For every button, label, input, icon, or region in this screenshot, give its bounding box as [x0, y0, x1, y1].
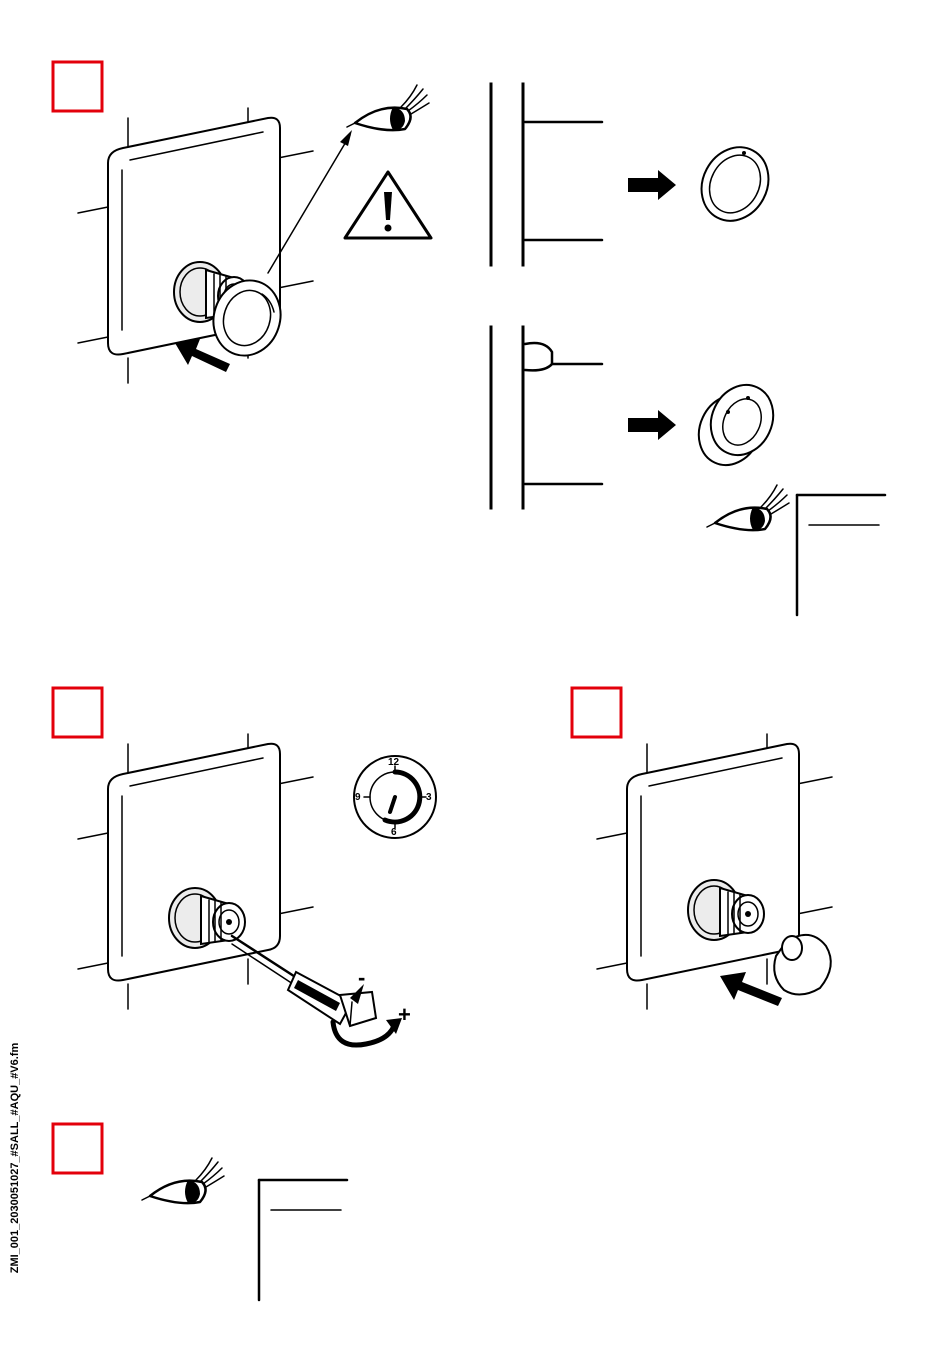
arrow-icon	[720, 972, 782, 1006]
file-label: ZMI_001_2030051027_#SALL_#AQU_#V6.fm	[0, 1030, 30, 1300]
dial-6: 6	[391, 827, 397, 838]
wall-profile-b	[491, 327, 602, 508]
corner-detail-2	[259, 1180, 347, 1300]
dial-icon: 12 3 6 9	[354, 756, 436, 838]
wall-profile-a	[491, 84, 602, 265]
arrow-icon	[628, 410, 676, 440]
deep-rosette-icon	[688, 375, 785, 476]
handle-knob-icon	[774, 935, 831, 995]
dial-3: 3	[426, 792, 432, 803]
dial-9: 9	[355, 792, 361, 803]
eye-icon	[142, 1158, 224, 1203]
flat-rosette-icon	[689, 135, 781, 232]
step-box-1	[53, 62, 102, 111]
screwdriver-icon	[232, 936, 376, 1026]
corner-detail-1	[797, 495, 885, 615]
minus-sign: -	[358, 965, 365, 990]
plus-sign: +	[398, 1002, 411, 1027]
step-box-4	[53, 1124, 102, 1173]
warning-icon	[345, 172, 431, 238]
wall-panel-2	[78, 734, 313, 1009]
arrow-icon	[628, 170, 676, 200]
dial-12: 12	[388, 757, 400, 768]
eye-icon	[347, 85, 429, 130]
step-box-2	[53, 688, 102, 737]
rotation-arrow	[333, 1022, 394, 1045]
step-box-3	[572, 688, 621, 737]
eye-icon	[707, 485, 789, 530]
